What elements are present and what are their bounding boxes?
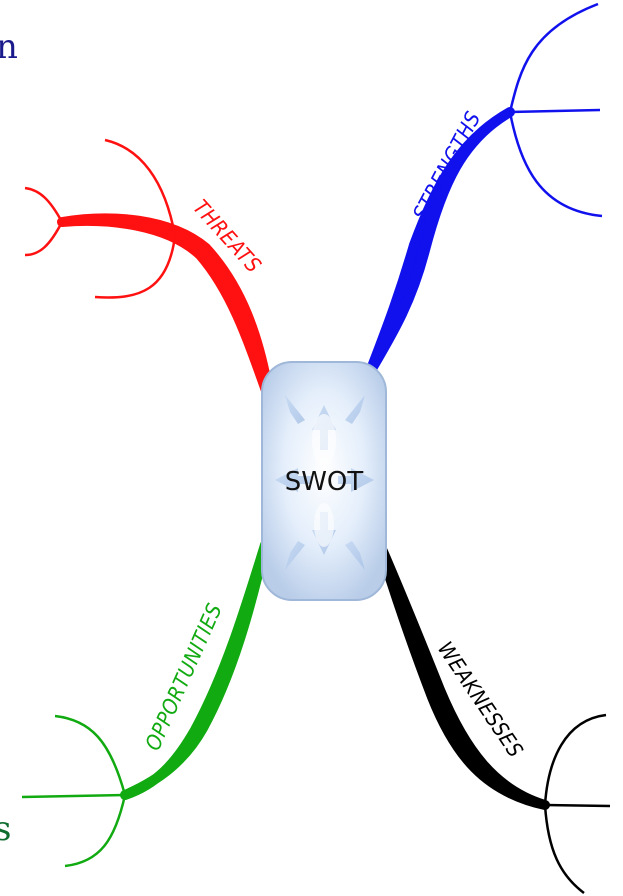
branch-label-threats: THREATS bbox=[188, 195, 266, 277]
branch-weaknesses: WEAKNESSES bbox=[378, 540, 610, 893]
center-node: SWOT bbox=[262, 362, 386, 600]
branch-strengths: STRENGTHS bbox=[370, 4, 602, 372]
edge-fragment-top-left: n bbox=[0, 27, 18, 67]
branch-threats: THREATS bbox=[25, 140, 270, 402]
center-label: SWOT bbox=[285, 467, 364, 497]
edge-fragment-bottom-left: s bbox=[0, 809, 11, 849]
branch-opportunities: OPPORTUNITIES bbox=[22, 545, 265, 866]
branch-label-strengths: STRENGTHS bbox=[408, 107, 485, 224]
branch-label-opportunities: OPPORTUNITIES bbox=[141, 600, 227, 754]
